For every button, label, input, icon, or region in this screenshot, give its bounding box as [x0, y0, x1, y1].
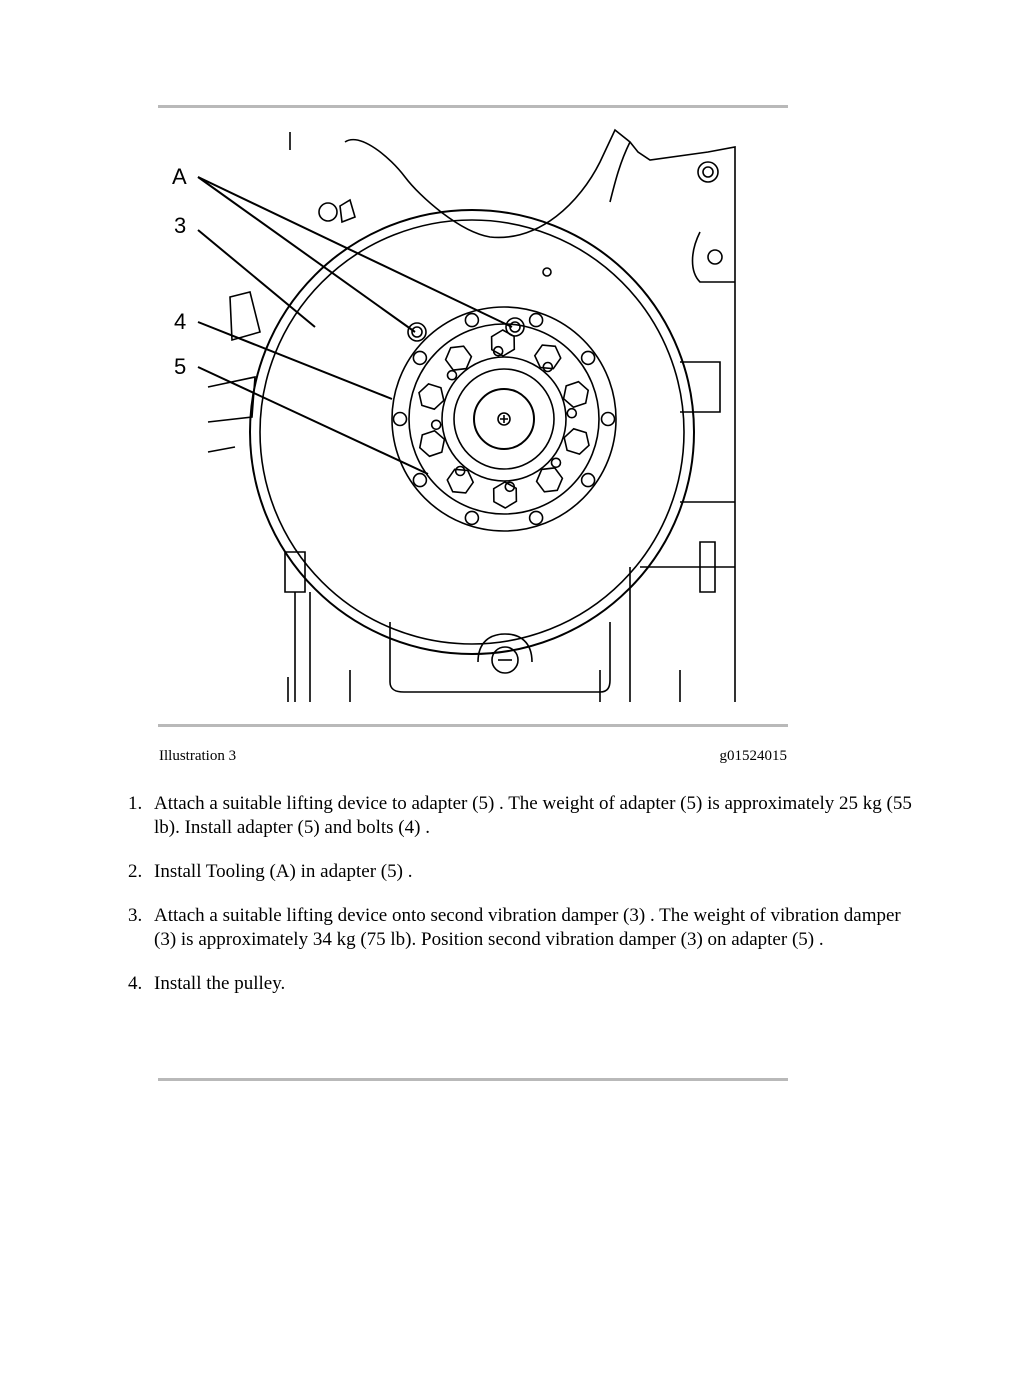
- step-number: 4.: [128, 973, 143, 994]
- step-number: 1.: [128, 793, 143, 814]
- step-item: 1. Attach a suitable lifting device to ad…: [118, 792, 918, 840]
- step-text: Attach a suitable lifting device onto se…: [154, 905, 901, 950]
- mounting-hole: [600, 411, 616, 427]
- callout-3: 3: [174, 213, 186, 238]
- step-item: 3. Attach a suitable lifting device onto …: [118, 904, 918, 952]
- procedure-steps: 1. Attach a suitable lifting device to ad…: [118, 792, 918, 1016]
- step-number: 3.: [128, 905, 143, 926]
- graphic-id: g01524015: [719, 748, 788, 764]
- adapter-bolt: [562, 380, 590, 409]
- mounting-hole: [528, 312, 544, 328]
- mounting-hole: [542, 361, 554, 373]
- adapter-bolt: [533, 344, 562, 370]
- adapter-bolt: [563, 427, 590, 455]
- mounting-hole: [454, 465, 466, 477]
- adapter-bolt: [492, 481, 518, 509]
- adapter-bolt: [444, 345, 473, 371]
- mounting-hole: [430, 419, 442, 431]
- adapter-bolt: [446, 468, 475, 494]
- mounting-hole: [446, 369, 458, 381]
- mounting-hole: [412, 472, 428, 488]
- step-text: Install Tooling (A) in adapter (5) .: [154, 861, 413, 882]
- mounting-hole: [464, 510, 480, 526]
- step-text: Attach a suitable lifting device to adap…: [154, 793, 912, 838]
- mounting-hole: [580, 350, 596, 366]
- vibration-damper-illustration: A 3 4 5: [172, 128, 736, 702]
- adapter-bolt: [535, 467, 564, 493]
- mounting-hole: [492, 345, 504, 357]
- mounting-hole: [412, 350, 428, 366]
- mounting-hole: [550, 457, 562, 469]
- top-divider: [158, 105, 788, 108]
- mounting-hole: [504, 481, 516, 493]
- caption-divider: [158, 724, 788, 727]
- step-item: 4. Install the pulley.: [118, 972, 918, 996]
- step-text: Install the pulley.: [154, 973, 286, 994]
- adapter-bolt: [418, 429, 446, 458]
- callout-a: A: [172, 164, 187, 189]
- callout-5: 5: [174, 354, 186, 379]
- step-item: 2. Install Tooling (A) in adapter (5) .: [118, 860, 918, 884]
- adapter-bolt: [418, 383, 445, 411]
- illustration-caption: Illustration 3: [159, 748, 237, 764]
- mounting-hole: [580, 472, 596, 488]
- mounting-hole: [392, 411, 408, 427]
- mounting-hole: [528, 510, 544, 526]
- callout-4: 4: [174, 309, 186, 334]
- step-number: 2.: [128, 861, 143, 882]
- bottom-divider: [158, 1078, 788, 1081]
- mounting-hole: [464, 312, 480, 328]
- mounting-hole: [566, 407, 578, 419]
